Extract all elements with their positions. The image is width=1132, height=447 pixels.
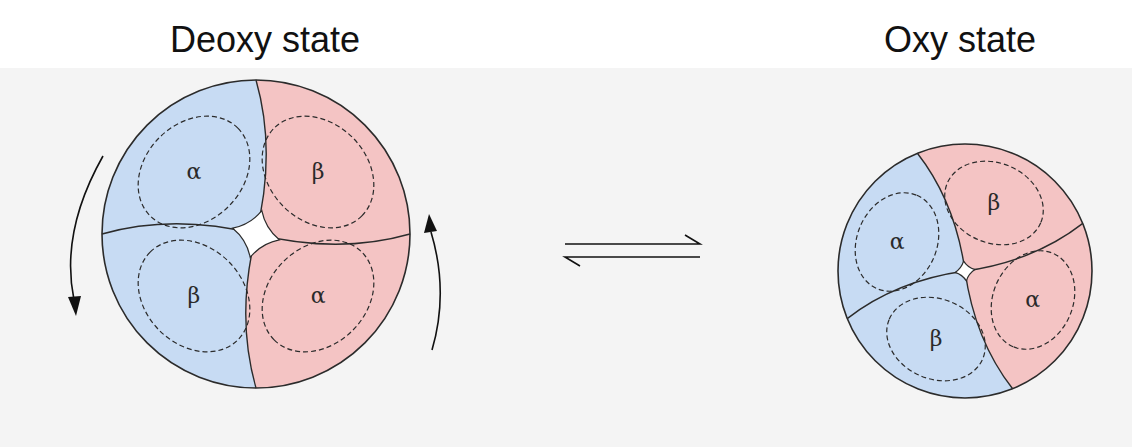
tetramer-rim — [102, 80, 410, 388]
subunit-ellipse: α — [979, 246, 1087, 354]
subunit-dashed-ellipse — [116, 218, 273, 375]
subunit-label: α — [186, 159, 201, 185]
subunit-region — [102, 80, 266, 234]
subunit-dashed-ellipse — [841, 180, 954, 305]
rotation-arrowhead — [68, 296, 81, 316]
state-heading: Deoxy state — [170, 20, 360, 60]
subunit-region — [256, 80, 410, 244]
subunit-boundary — [917, 153, 965, 271]
rotation-arrow — [71, 156, 103, 300]
subunit-label: α — [1025, 287, 1040, 313]
subunit-dashed-ellipse — [240, 94, 397, 251]
subunit-dashed-ellipse — [240, 218, 397, 375]
rotation-arrowhead — [424, 214, 437, 233]
tetramer-circle: Oxy stateβααβ — [838, 144, 1092, 398]
subunit-boundary — [965, 271, 1013, 389]
subunit-dashed-ellipse — [931, 147, 1056, 260]
subunit-ellipse: β — [882, 285, 990, 393]
central-cavity — [955, 261, 975, 281]
subunit-region — [102, 224, 256, 388]
subunit-label: α — [311, 283, 326, 309]
tetramer-outline — [835, 141, 1095, 401]
subunit-ellipse: α — [843, 188, 951, 296]
subunit-label: β — [987, 190, 1000, 216]
subunit-boundary — [965, 223, 1083, 271]
equilibrium-arrows — [565, 235, 700, 266]
ground-band — [0, 68, 1132, 447]
subunit-label: β — [312, 159, 325, 185]
subunit-dashed-ellipse — [976, 237, 1089, 362]
subunit-ellipse: β — [128, 230, 260, 362]
subunit-ellipse: β — [252, 106, 384, 238]
subunit-label: β — [188, 283, 201, 309]
rotation-arrow — [431, 232, 440, 350]
subunit-label: α — [890, 229, 905, 255]
subunit-ellipse: β — [940, 149, 1048, 257]
central-cavity — [233, 211, 280, 258]
subunit-dashed-ellipse — [874, 282, 999, 395]
tetramer-rim — [838, 144, 1092, 398]
subunit-region — [246, 234, 410, 388]
subunit-ellipse: α — [128, 106, 260, 238]
state-heading: Oxy state — [884, 20, 1036, 60]
tetramer-outline — [99, 77, 413, 391]
subunit-boundary — [847, 271, 965, 319]
tetramer-circle: Deoxy stateαββα — [102, 80, 410, 388]
subunit-ellipse: α — [252, 230, 384, 362]
subunit-label: β — [930, 326, 943, 352]
subunit-region — [847, 271, 1012, 398]
subunit-dashed-ellipse — [116, 94, 273, 251]
